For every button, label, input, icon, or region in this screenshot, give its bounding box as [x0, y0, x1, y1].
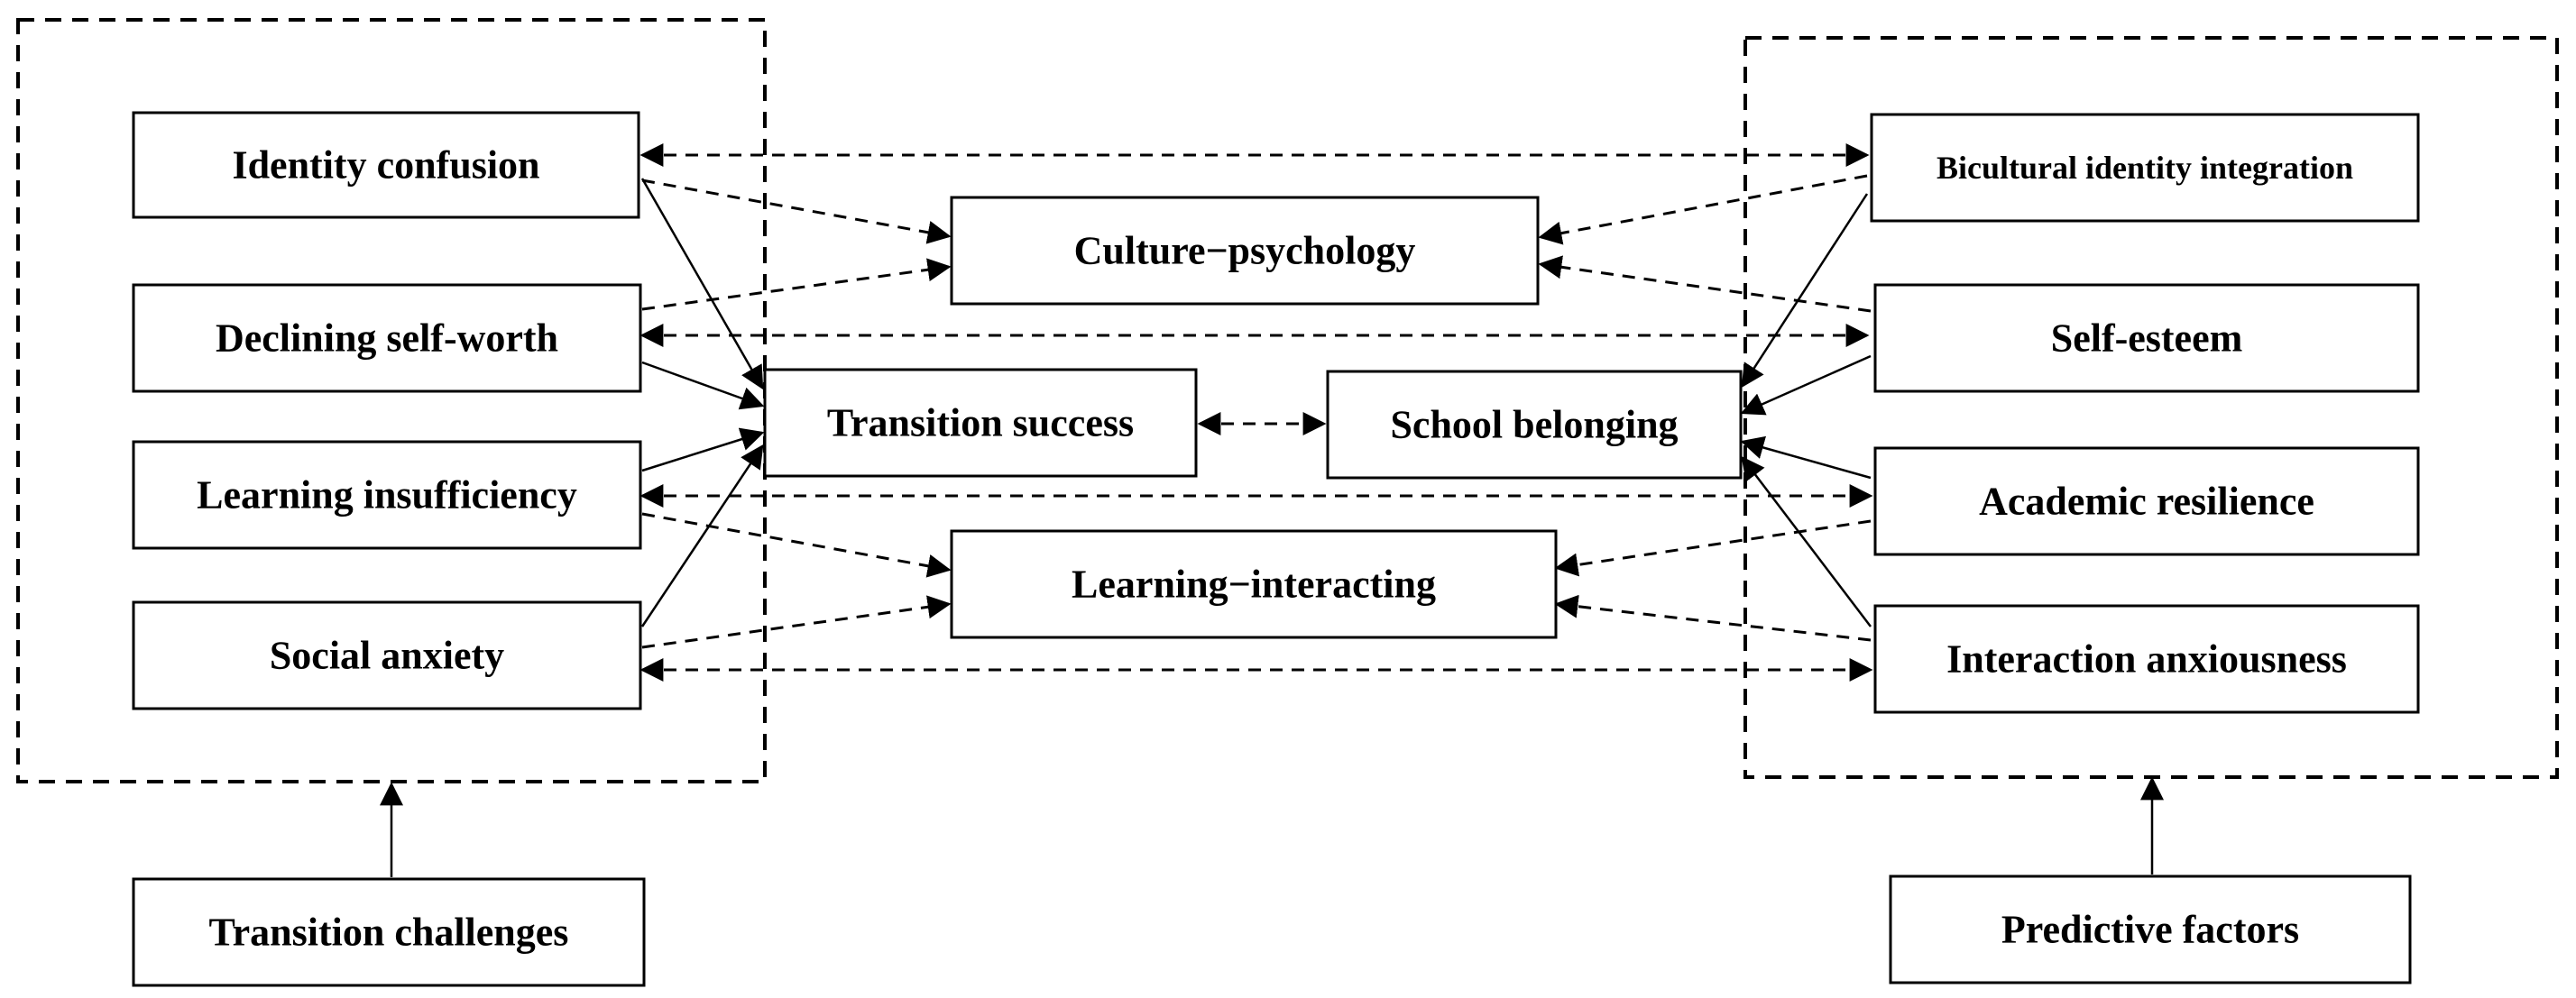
- node-label: Learning−interacting: [1072, 563, 1436, 607]
- node-label: Identity confusion: [232, 143, 539, 188]
- connector-selfworth-success: [641, 361, 765, 410]
- node-label: Transition success: [827, 401, 1134, 445]
- node-label: Interaction anxiousness: [1946, 637, 2347, 682]
- node-label: Culture−psychology: [1074, 229, 1416, 273]
- node-self-esteem: Self-esteem: [1873, 283, 2420, 393]
- connector-anxiety-success: [640, 444, 764, 627]
- connector-learning-success: [641, 427, 765, 472]
- node-academic-resilience: Academic resilience: [1873, 446, 2420, 556]
- node-learning-insufficiency: Learning insufficiency: [132, 440, 642, 550]
- node-culture-psychology: Culture−psychology: [950, 196, 1540, 306]
- connector-resilience-interacting: [1554, 519, 1872, 577]
- node-social-anxiety: Social anxiety: [132, 600, 642, 710]
- node-label: Social anxiety: [270, 634, 504, 678]
- connector-identity-success: [640, 178, 764, 390]
- connector-selfesteem-culture: [1538, 255, 1872, 313]
- node-interaction-anxiousness: Interaction anxiousness: [1873, 604, 2420, 714]
- connector-selfesteem-belonging: [1740, 354, 1872, 416]
- node-label: Declining self-worth: [216, 316, 558, 361]
- node-label: Self-esteem: [2051, 316, 2243, 361]
- node-identity-confusion: Identity confusion: [132, 111, 640, 219]
- connector-bicultural-culture: [1538, 174, 1868, 245]
- connectors: [380, 143, 2164, 877]
- connector-anxiousness-interacting: [1554, 594, 1872, 642]
- node-bicultural-identity-integration: Bicultural identity integration: [1870, 113, 2420, 223]
- node-learning-interacting: Learning−interacting: [950, 529, 1558, 639]
- connector-identity-culture: [641, 179, 952, 244]
- node-label: School belonging: [1390, 403, 1678, 447]
- connector-learning-interacting: [641, 512, 952, 578]
- group-title: Predictive factors: [2001, 908, 2299, 952]
- node-school-belonging: School belonging: [1326, 370, 1743, 480]
- challenges-group-frame: [16, 18, 767, 783]
- node-transition-success: Transition success: [763, 368, 1198, 478]
- node-label: Bicultural identity integration: [1937, 150, 2353, 186]
- group-title: Transition challenges: [209, 911, 569, 955]
- node-label: Academic resilience: [1979, 480, 2314, 524]
- connector-anxiety-interacting: [641, 595, 952, 649]
- connector-resilience-belonging: [1740, 435, 1872, 480]
- node-declining-self-worth: Declining self-worth: [132, 283, 642, 393]
- node-label: Learning insufficiency: [197, 473, 577, 517]
- connector-selfworth-culture: [641, 258, 952, 311]
- connector-bicultural-belonging: [1741, 193, 1869, 389]
- connector-anxiousness-belonging: [1741, 455, 1872, 627]
- label-predictive-factors: Predictive factors: [1889, 874, 2412, 984]
- label-transition-challenges: Transition challenges: [132, 877, 646, 987]
